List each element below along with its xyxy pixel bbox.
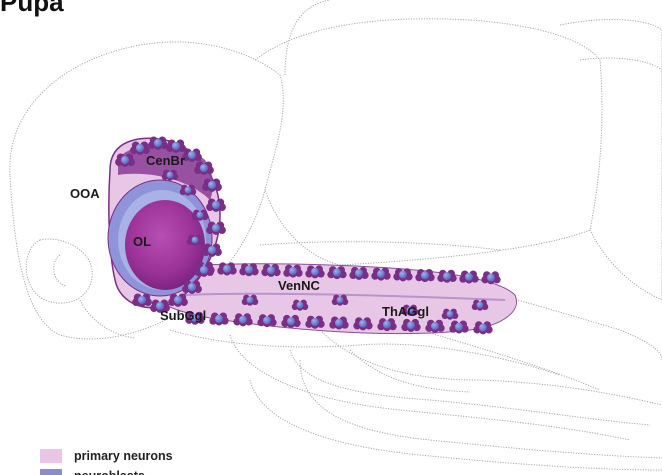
legend-row-primary-neurons: primary neurons (40, 446, 173, 466)
neuron-cluster (182, 149, 202, 162)
legend-label-neuroblasts: neuroblasts (74, 469, 145, 475)
label-ol: OL (133, 234, 151, 249)
legend-row-neuroblasts: neuroblasts (40, 466, 173, 475)
neuron-cluster (481, 271, 500, 284)
legend-swatch-neuroblasts (40, 469, 62, 475)
legend-swatch-primary-neurons (40, 449, 62, 463)
neuron-cluster (166, 140, 186, 153)
label-subggl: SubGgl (160, 308, 206, 323)
legend-label-primary-neurons: primary neurons (74, 449, 173, 463)
neuron-cluster (459, 271, 478, 284)
label-thaggl: ThAGgl (382, 304, 429, 319)
neuron-cluster (437, 270, 456, 283)
label-ooa: OOA (70, 186, 100, 201)
label-vennc: VenNC (278, 278, 321, 293)
legend: primary neurons neuroblasts (40, 446, 173, 475)
label-cenbr: CenBr (146, 153, 185, 168)
